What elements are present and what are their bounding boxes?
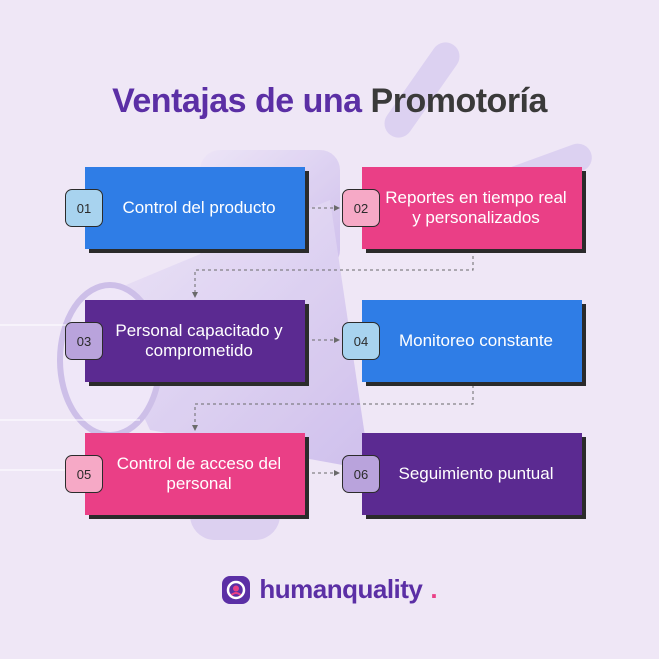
card-text-01: Control del producto — [122, 198, 276, 218]
brand-dot: . — [430, 574, 438, 604]
title-part-a: Ventajas de una — [112, 82, 362, 120]
card-04: 04 Monitoreo constante — [342, 300, 582, 382]
page-title: Ventajas de una Promotoría — [0, 82, 659, 121]
humanquality-logo-icon — [222, 575, 251, 604]
arrowhead-icon — [334, 205, 340, 211]
card-text-03: Personal capacitado y comprometido — [115, 321, 283, 360]
card-text-04: Monitoreo constante — [398, 331, 554, 351]
connector-04-05 — [194, 385, 474, 425]
brand-name: humanquality — [259, 574, 423, 604]
card-03: 03 Personal capacitado y comprometido — [65, 300, 305, 382]
arrowhead-icon — [334, 337, 340, 343]
card-text-05: Control de acceso del personal — [116, 454, 282, 493]
card-02: 02 Reportes en tiempo real y personaliza… — [342, 167, 582, 249]
card-text-02: Reportes en tiempo real y personalizados — [385, 188, 567, 227]
card-number-05: 05 — [65, 455, 103, 493]
connector-02-03 — [194, 250, 474, 292]
title-part-b: Promotoría — [370, 82, 548, 120]
card-01: 01 Control del producto — [65, 167, 305, 249]
arrowhead-icon — [192, 292, 198, 298]
card-number-03: 03 — [65, 322, 103, 360]
card-06: 06 Seguimiento puntual — [342, 433, 582, 515]
card-05: 05 Control de acceso del personal — [65, 433, 305, 515]
card-number-02: 02 — [342, 189, 380, 227]
arrowhead-icon — [334, 470, 340, 476]
card-number-01: 01 — [65, 189, 103, 227]
card-number-04: 04 — [342, 322, 380, 360]
card-number-06: 06 — [342, 455, 380, 493]
brand-logo: humanquality. — [0, 574, 659, 605]
arrowhead-icon — [192, 425, 198, 431]
card-text-06: Seguimiento puntual — [398, 464, 554, 484]
